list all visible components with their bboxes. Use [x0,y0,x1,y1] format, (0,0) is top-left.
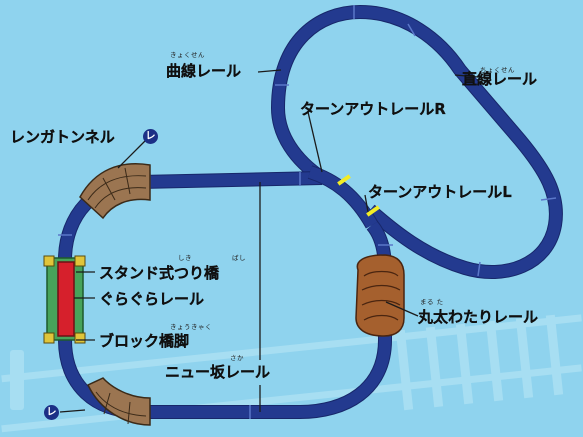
slope-rail-ruby: さか [230,354,244,362]
block-pier-ruby: きょうきゃく [170,323,212,331]
turnout-markers [337,174,380,217]
curve-rail-label: 曲線レール [166,62,242,80]
log-rail-label: 丸太わたりレール [418,308,539,326]
upper-loop-track [271,5,563,279]
block-pier-label: ブロック橋脚 [99,332,190,350]
brick-tunnel [79,163,151,220]
brick-tunnel-label: レンガトンネル [10,128,115,146]
leader-lines [59,69,491,413]
turnout-l-label: ターンアウトレールL [368,183,512,201]
log-rail-ruby: まる た [420,298,444,306]
curve-rail-ruby: きょくせん [170,51,205,59]
brick-tunnel-badge: レ [143,129,158,144]
straight-rail-ruby: ちょくせん [480,66,515,74]
stand-suspension-bridge [43,255,86,344]
stand-bridge-ruby-1: しき [178,254,192,262]
bottom-tunnel-badge: レ [44,405,59,420]
brick-tunnel-bottom [86,377,151,426]
turnout-r-label: ターンアウトレールR [300,100,446,118]
stand-bridge-label: スタンド式つり橋 [99,264,220,282]
slope-rail-label: ニュー坂レール [165,363,271,381]
stand-bridge-ruby-2: ばし [232,254,246,262]
wobbly-rail-label: ぐらぐらレール [99,290,205,308]
straight-rail-label: 直線レール [462,70,538,88]
log-crossing-rail [355,254,405,337]
